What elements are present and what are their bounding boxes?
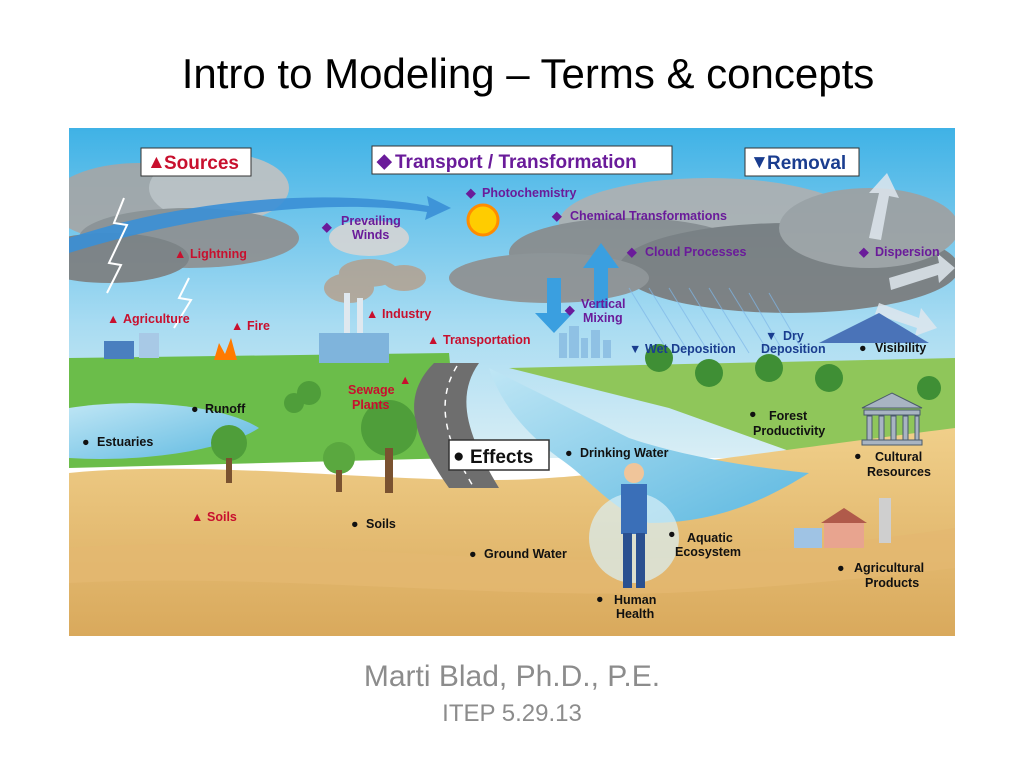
rain-streaks bbox=[628, 287, 805, 354]
transport-header-box bbox=[371, 145, 673, 175]
sources-marker-icon: ▲ bbox=[147, 152, 166, 173]
triangle-icon: ▲ bbox=[107, 312, 119, 326]
triangle-icon: ▲ bbox=[399, 373, 411, 387]
removal-dry-line1: Dry bbox=[783, 329, 804, 343]
source-industry: Industry bbox=[382, 307, 431, 321]
effects-header-box bbox=[448, 439, 550, 471]
effect-aquatic-line2: Ecosystem bbox=[675, 545, 741, 559]
dot-icon: ● bbox=[82, 435, 90, 449]
source-lightning: Lightning bbox=[190, 247, 247, 261]
dot-icon: ● bbox=[854, 449, 862, 463]
dot-icon: ● bbox=[351, 517, 359, 531]
diamond-icon: ◆ bbox=[564, 303, 576, 317]
effect-forest-line1: Forest bbox=[769, 409, 808, 423]
mountain bbox=[819, 313, 929, 343]
diamond-icon: ◆ bbox=[551, 209, 563, 223]
sand-stripe bbox=[69, 528, 955, 594]
transport-header: Transport / Transformation bbox=[395, 152, 637, 173]
source-fire: Fire bbox=[247, 319, 270, 333]
effect-soils: Soils bbox=[366, 517, 396, 531]
effects-marker-icon: ● bbox=[453, 446, 464, 467]
removal-header: Removal bbox=[767, 153, 846, 174]
transport-mixing-line2: Mixing bbox=[583, 311, 623, 325]
effect-estuaries: Estuaries bbox=[97, 435, 153, 449]
triangle-icon: ▲ bbox=[191, 510, 203, 524]
removal-wet: Wet Deposition bbox=[645, 342, 736, 356]
removal-header-box bbox=[744, 147, 860, 177]
effect-cultural-line2: Resources bbox=[867, 465, 931, 479]
source-transportation: Transportation bbox=[443, 333, 531, 347]
diamond-icon: ◆ bbox=[321, 220, 333, 234]
effect-human-line1: Human bbox=[614, 593, 656, 607]
transport-winds-line1: Prevailing bbox=[341, 214, 401, 228]
event-date: ITEP 5.29.13 bbox=[442, 700, 582, 727]
sources-header: Sources bbox=[164, 153, 239, 174]
environment-diagram: ▲ Sources ◆ Transport / Transformation ▼… bbox=[69, 128, 955, 636]
effect-agricultural-line1: Agricultural bbox=[854, 561, 924, 575]
dot-icon: ● bbox=[565, 446, 573, 460]
triangle-icon: ▲ bbox=[174, 247, 186, 261]
effect-visibility: Visibility bbox=[875, 341, 926, 355]
dot-icon: ● bbox=[596, 592, 604, 606]
city-skyline bbox=[559, 326, 611, 358]
effect-human-line2: Health bbox=[616, 607, 654, 621]
source-agriculture: Agriculture bbox=[123, 312, 190, 326]
removal-dry-line2: Deposition bbox=[761, 342, 826, 356]
slide-title: Intro to Modeling – Terms & concepts bbox=[181, 50, 875, 97]
effect-aquatic-line1: Aquatic bbox=[687, 531, 733, 545]
road-line bbox=[444, 365, 474, 487]
dot-icon: ● bbox=[469, 547, 477, 561]
transport-mixing-line1: Vertical bbox=[581, 297, 625, 311]
triangle-icon: ▲ bbox=[231, 319, 243, 333]
vertical-mixing-up-arrow bbox=[583, 243, 619, 308]
dot-icon: ● bbox=[191, 402, 199, 416]
source-sewage-line2: Plants bbox=[352, 398, 390, 412]
transport-cloud: Cloud Processes bbox=[645, 245, 746, 259]
smoke-plume bbox=[324, 259, 426, 303]
lightning-bolt-2 bbox=[173, 277, 193, 329]
down-triangle-icon: ▼ bbox=[765, 329, 777, 343]
triangle-icon: ▲ bbox=[427, 333, 439, 347]
effect-drinking-water: Drinking Water bbox=[580, 446, 669, 460]
transport-chemical: Chemical Transformations bbox=[570, 209, 727, 223]
author-name: Marti Blad, Ph.D., P.E. bbox=[363, 660, 661, 693]
river bbox=[489, 368, 809, 523]
diamond-icon: ◆ bbox=[626, 245, 638, 259]
farm-left bbox=[104, 333, 159, 359]
effect-forest-line2: Productivity bbox=[753, 424, 825, 438]
effect-cultural-line1: Cultural bbox=[875, 450, 922, 464]
source-sewage-line1: Sewage bbox=[348, 383, 395, 397]
transport-photochemistry: Photochemistry bbox=[482, 186, 577, 200]
lightning-bolt bbox=[106, 197, 129, 294]
transport-marker-icon: ◆ bbox=[376, 151, 393, 172]
diamond-icon: ◆ bbox=[465, 186, 477, 200]
source-soils: Soils bbox=[207, 510, 237, 524]
temple bbox=[861, 392, 923, 446]
dot-icon: ● bbox=[668, 527, 676, 541]
farm-right bbox=[794, 498, 891, 548]
transport-dispersion: Dispersion bbox=[875, 245, 940, 259]
dot-icon: ● bbox=[749, 407, 757, 421]
effect-runoff: Runoff bbox=[205, 402, 246, 416]
dispersion-arrows bbox=[869, 173, 955, 336]
effects-header: Effects bbox=[470, 447, 533, 468]
sources-header-box bbox=[140, 147, 252, 177]
vertical-mixing-down-arrow bbox=[535, 278, 573, 333]
effect-agricultural-line2: Products bbox=[865, 576, 919, 590]
transport-winds-line2: Winds bbox=[352, 228, 389, 242]
trees bbox=[211, 344, 941, 493]
sun bbox=[466, 203, 500, 237]
effect-ground-water: Ground Water bbox=[484, 547, 567, 561]
fire bbox=[214, 338, 237, 360]
dot-icon: ● bbox=[837, 561, 845, 575]
triangle-icon: ▲ bbox=[366, 307, 378, 321]
diamond-icon: ◆ bbox=[858, 245, 870, 259]
down-triangle-icon: ▼ bbox=[629, 342, 641, 356]
factory bbox=[319, 293, 389, 363]
removal-marker-icon: ▼ bbox=[750, 152, 769, 173]
human-figure bbox=[589, 463, 679, 588]
dot-icon: ● bbox=[859, 341, 867, 355]
prevailing-wind-arrow bbox=[69, 196, 451, 253]
green-field-right bbox=[509, 358, 955, 458]
